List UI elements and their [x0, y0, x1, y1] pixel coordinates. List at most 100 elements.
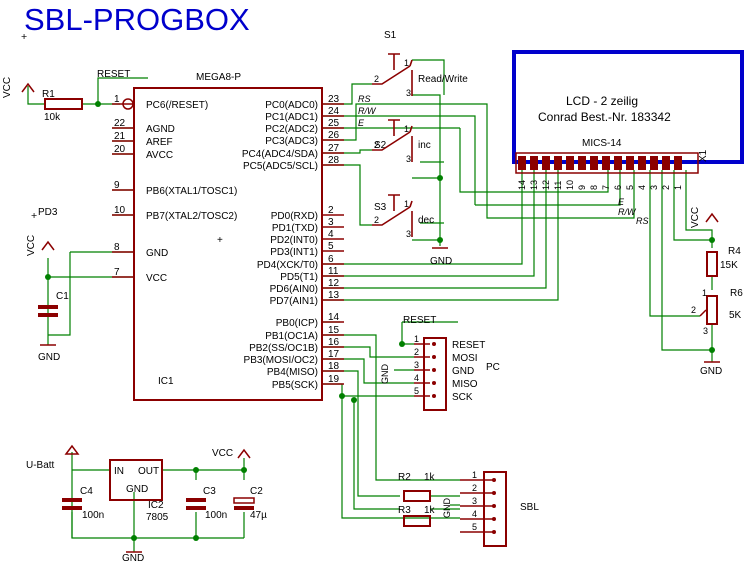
lcd-pin-num: 6	[613, 185, 623, 190]
ic1-right-pin-num: 2	[328, 205, 334, 216]
c3-ref: C3	[203, 486, 216, 497]
ic1-right-pin-name: PB0(ICP)	[276, 318, 318, 329]
gnd-label-c1: GND	[38, 352, 60, 363]
ic1-right-pin-name: PB2(SS/OC1B)	[249, 343, 318, 354]
ic1-right-pin-num: 28	[328, 155, 340, 166]
ic1-right-pin-name: PC5(ADC5/SCL)	[243, 161, 318, 172]
pc-pin-num: 4	[414, 373, 419, 383]
pc-pin-num: 3	[414, 360, 419, 370]
r4-resistor: R4 15K	[706, 246, 741, 277]
lcd-display: LCD - 2 zeilig Conrad Best.-Nr. 183342 M…	[512, 50, 744, 190]
ic1-right-pin-num: 5	[328, 241, 334, 252]
sbl-pin-dot	[492, 517, 496, 521]
pc-pin-dot	[432, 394, 436, 398]
gnd-symbol-supply: GND	[122, 551, 144, 563]
s2-ref: S2	[374, 140, 387, 151]
vcc-symbol-r1: VCC	[2, 77, 35, 98]
s3-pin1: 1	[404, 199, 409, 209]
lcd-pin	[530, 156, 538, 170]
pd3-origin: +	[31, 210, 37, 222]
s1-ref: S1	[384, 30, 397, 41]
ic1-right-pin-name: PD2(INT0)	[270, 235, 318, 246]
ic1-left-pin-num: 7	[114, 267, 120, 278]
r3-resistor: R3 1k	[398, 505, 436, 527]
vcc-label-supply: VCC	[212, 448, 233, 459]
e-label-ic: E	[358, 118, 365, 128]
ic1-left-pin-name: GND	[146, 248, 168, 259]
r3-ref: R3	[398, 505, 411, 516]
pc-pin-dot	[432, 355, 436, 359]
r4-ref: R4	[728, 246, 741, 257]
pc-pin-dot	[432, 342, 436, 346]
s3-ref: S3	[374, 202, 387, 213]
ic1-left-pin-num: 9	[114, 180, 120, 191]
lcd-pin	[626, 156, 634, 170]
ic2-value: 7805	[146, 512, 169, 523]
s3-label: dec	[418, 215, 434, 226]
vcc-symbol-r4: VCC	[690, 207, 719, 228]
ic1-right-pin-name: PD3(INT1)	[270, 247, 318, 258]
ic1-right-pin-name: PB5(SCK)	[272, 380, 318, 391]
c1-ref: C1	[56, 291, 69, 302]
lcd-pin	[650, 156, 658, 170]
ic1-right-pin-name: PD4(XCK/T0)	[257, 260, 318, 271]
ubatt-label: U-Batt	[26, 460, 55, 471]
sbl-pin-dot	[492, 530, 496, 534]
gnd-label-switches: GND	[430, 256, 452, 267]
r2-ref: R2	[398, 472, 411, 483]
c3-value: 100n	[205, 510, 227, 521]
ic1-value: MEGA8-P	[196, 72, 241, 83]
ic2-7805: IN OUT GND IC2 7805	[109, 459, 169, 523]
lcd-pin-num: 9	[577, 185, 587, 190]
lcd-ref: X1	[698, 149, 709, 162]
lcd-pin	[638, 156, 646, 170]
ic1-left-pins: 1PC6(/RESET)22AGND21AREF20AVCC9PB6(XTAL1…	[112, 94, 237, 284]
sbl-pin-num: 4	[472, 509, 477, 519]
ic2-out: OUT	[138, 466, 159, 477]
ic1-left-pin-num: 22	[114, 118, 126, 129]
vcc-symbol-c1: VCC	[26, 235, 55, 256]
ic1-left-pin-num: 1	[114, 94, 120, 105]
pc-pin-signal: SCK	[452, 392, 473, 403]
pc-gnd-net: GND	[380, 364, 390, 385]
ic1-mega8: MEGA8-P IC1 + 1PC6(/RESET)22AGND21AREF20…	[112, 72, 344, 401]
lcd-pin-num: 3	[649, 185, 659, 190]
lcd-pin	[566, 156, 574, 170]
ic1-left-pin-name: PB7(XTAL2/TOSC2)	[146, 211, 237, 222]
pc-pin-num: 5	[414, 386, 419, 396]
r3-value: 1k	[424, 505, 436, 516]
ic1-right-pin-num: 11	[328, 266, 339, 277]
c2-value: 47µ	[250, 510, 267, 521]
gnd-symbol-c1: GND	[38, 344, 60, 363]
r2-resistor: R2 1k	[398, 472, 436, 502]
s1-pin1: 1	[404, 58, 409, 68]
ic1-right-pin-name: PC3(ADC3)	[265, 136, 318, 147]
s1-pin3: 3	[406, 88, 411, 98]
s2-label: inc	[418, 140, 431, 151]
c4-value: 100n	[82, 510, 104, 521]
ic1-right-pin-num: 14	[328, 312, 340, 323]
r6-pin3: 3	[703, 326, 708, 336]
lcd-pin-num: 11	[553, 181, 563, 190]
ic1-origin: +	[217, 235, 223, 246]
ic2-in: IN	[114, 466, 124, 477]
ic1-right-pin-num: 13	[328, 290, 340, 301]
sbl-pin-dot	[492, 491, 496, 495]
pc-pin-signal: RESET	[452, 340, 485, 351]
ic1-right-pin-name: PB1(OC1A)	[265, 331, 318, 342]
ic1-right-pin-name: PB4(MISO)	[267, 367, 318, 378]
gnd-label-supply: GND	[122, 553, 144, 563]
pc-pin-signal: MISO	[452, 379, 478, 390]
sbl-pin-dot	[492, 504, 496, 508]
lcd-pin-num: 5	[625, 185, 635, 190]
ic1-left-pin-num: 8	[114, 242, 120, 253]
ic1-right-pin-num: 25	[328, 118, 340, 129]
schematic-title: SBL-PROGBOX	[24, 2, 250, 37]
